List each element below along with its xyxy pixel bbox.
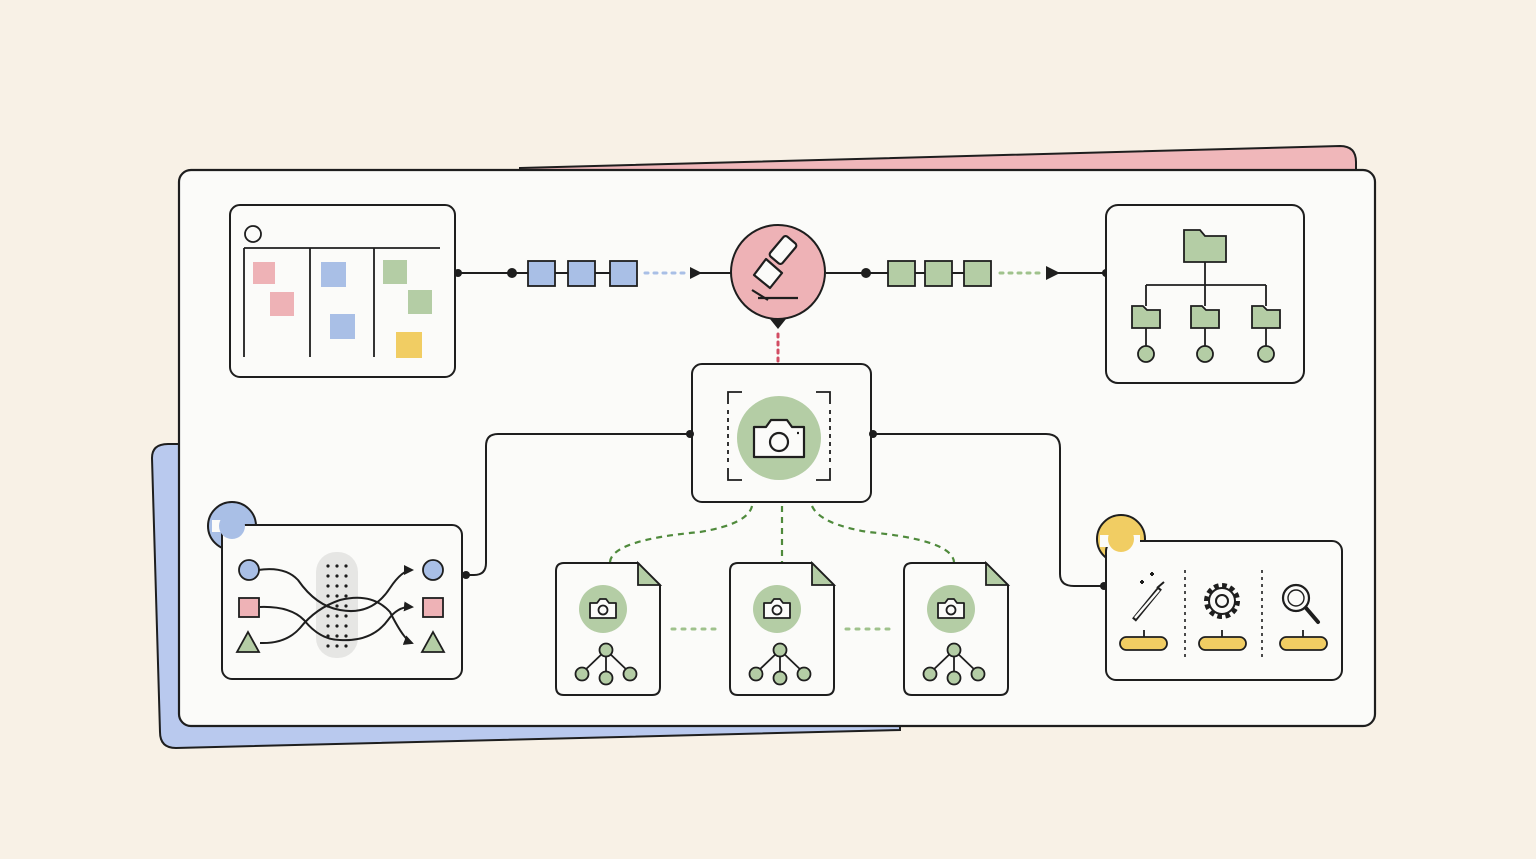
kanban-board-node	[229, 204, 456, 378]
stamp-icon	[751, 235, 798, 301]
folder-tree-node	[1105, 204, 1305, 384]
kanban-board-icon	[243, 225, 440, 358]
document-camera-icon	[937, 598, 965, 619]
viewfinder-corners	[727, 391, 831, 481]
camera-icon	[752, 418, 806, 459]
tool-panel-node	[1096, 514, 1343, 681]
shape-shuffle-icon	[235, 552, 446, 658]
tool-markers	[1119, 630, 1328, 651]
tree-icon	[748, 642, 812, 686]
tree-icon	[574, 642, 638, 686]
document-cards	[555, 560, 1011, 696]
tree-icon	[922, 642, 986, 686]
document-camera-icon	[589, 598, 617, 619]
document-fold	[637, 560, 663, 586]
gear-icon	[1204, 583, 1240, 619]
document-2-card	[729, 560, 837, 696]
capture-to-documents-connectors	[608, 505, 956, 563]
queue-connector-blue	[454, 260, 732, 287]
wand-icon	[1132, 572, 1165, 622]
shape-router-node	[207, 501, 463, 680]
stamp-hub-node	[730, 224, 826, 329]
document-1-card	[555, 560, 663, 696]
document-3-card	[903, 560, 1011, 696]
queue-connector-green	[826, 260, 1110, 287]
document-camera-icon	[763, 598, 791, 619]
document-fold	[811, 560, 837, 586]
capture-frame-node	[691, 363, 872, 503]
folder-tree-icon	[1131, 229, 1281, 363]
document-fold	[985, 560, 1011, 586]
magnifier-icon	[1281, 583, 1320, 624]
capture-to-router-connector	[462, 430, 694, 579]
